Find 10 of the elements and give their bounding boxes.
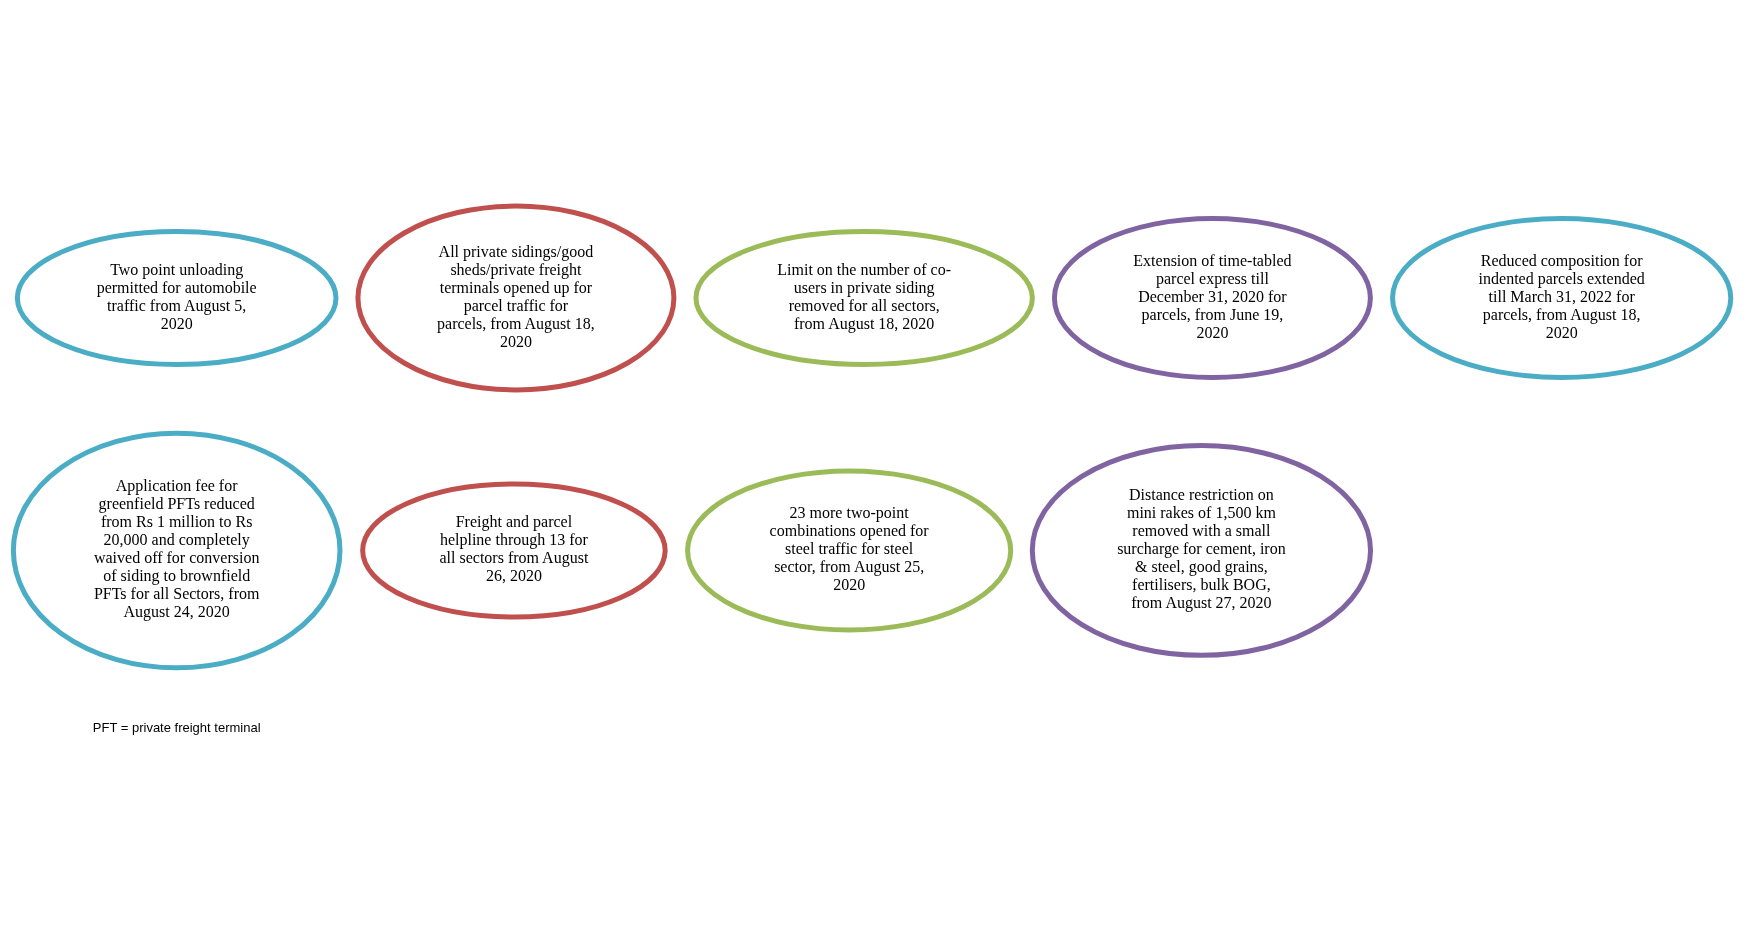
node-ellipse: All private sidings/good sheds/private freight terminals opened up for parcel traffic for parcels, from August 18, 2020 bbox=[355, 203, 677, 392]
node-ellipse: Application fee for greenfield PFTs reduced from Rs 1 million to Rs 20,000 and completely waived off for conversion of siding to brownfield PFTs for all Sectors, from August 24, 2020 bbox=[10, 430, 343, 670]
node-ellipse: Limit on the number of co-users in private siding removed for all sectors, from August 18, 2020 bbox=[693, 228, 1035, 367]
node-ellipse: Freight and parcel helpline through 13 for all sectors from August 26, 2020 bbox=[360, 481, 668, 619]
node-ellipse: 23 more two-point combinations opened for steel traffic for steel sector, from August 25, 2020 bbox=[685, 468, 1014, 632]
node-ellipse: Extension of time-tabled parcel express till December 31, 2020 for parcels, from June 19, 2020 bbox=[1051, 215, 1373, 380]
node-ellipse: Distance restriction on mini rakes of 1,500 km removed with a small surcharge for cement, iron & steel, good grains, fertilisers, bulk BOG, from August 27, 2020 bbox=[1029, 442, 1373, 658]
node-ellipse: Two point unloading permitted for automobile traffic from August 5, 2020 bbox=[14, 228, 339, 367]
node-ellipse: Reduced composition for indented parcels extended till March 31, 2022 for parcels, from August 18, 2020 bbox=[1390, 215, 1734, 380]
label: PFT = private freight terminal bbox=[92, 719, 261, 735]
